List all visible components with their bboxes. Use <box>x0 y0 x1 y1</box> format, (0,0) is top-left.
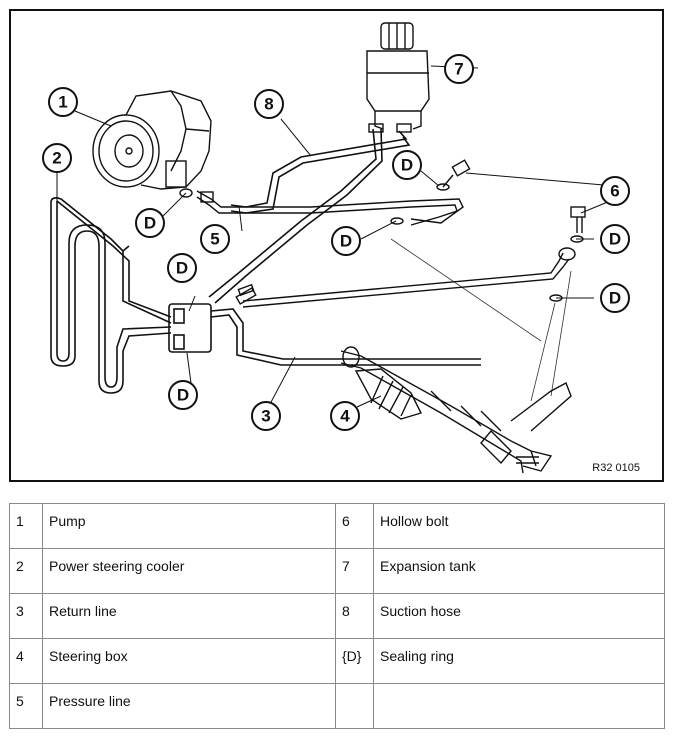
legend-label: Return line <box>42 593 336 639</box>
callout-3: 3 <box>251 401 281 431</box>
legend-label: Sealing ring <box>373 638 665 684</box>
svg-text:7: 7 <box>454 60 463 79</box>
power-steering-diagram: 1 2 3 4 5 6 7 8 D D D D <box>9 9 664 482</box>
diagram-drawing: 1 2 3 4 5 6 7 8 D D D D <box>42 22 630 474</box>
callout-d-upper: D <box>392 150 422 180</box>
callout-6: 6 <box>600 176 630 206</box>
svg-text:D: D <box>177 386 189 405</box>
legend-label: Pressure line <box>42 683 336 729</box>
svg-text:D: D <box>609 230 621 249</box>
expansion-tank-drawing <box>366 22 430 133</box>
dotted-guides <box>390 238 572 402</box>
svg-text:4: 4 <box>340 407 350 426</box>
legend-number: 6 <box>335 503 374 549</box>
pump-drawing <box>92 90 212 190</box>
svg-text:5: 5 <box>210 230 219 249</box>
callout-d-cooler-bottom: D <box>168 380 198 410</box>
legend-label: Power steering cooler <box>42 548 336 594</box>
legend-row: 5 Pressure line <box>9 683 665 729</box>
callout-8: 8 <box>254 89 284 119</box>
callout-4: 4 <box>330 401 360 431</box>
svg-text:2: 2 <box>52 149 61 168</box>
legend-number: 2 <box>9 548 43 594</box>
return-line-drawing <box>237 247 576 308</box>
legend-row: 4 Steering box {D} Sealing ring <box>9 638 665 684</box>
svg-text:D: D <box>401 156 413 175</box>
svg-text:D: D <box>176 259 188 278</box>
svg-text:3: 3 <box>261 407 270 426</box>
callout-d-right-lower: D <box>600 283 630 313</box>
legend-number: 4 <box>9 638 43 684</box>
svg-text:6: 6 <box>610 182 619 201</box>
svg-text:8: 8 <box>264 95 273 114</box>
legend-label: Hollow bolt <box>373 503 665 549</box>
legend-number: 5 <box>9 683 43 729</box>
steering-box-drawing <box>340 346 572 474</box>
legend-label <box>373 683 665 729</box>
legend-number: 1 <box>9 503 43 549</box>
callout-d-middle: D <box>331 226 361 256</box>
pressure-line-drawing <box>196 190 464 226</box>
legend-row: 1 Pump 6 Hollow bolt <box>9 503 665 549</box>
hollow-bolts-drawing <box>179 159 586 305</box>
svg-text:1: 1 <box>58 93 67 112</box>
legend-label: Pump <box>42 503 336 549</box>
cooler-drawing <box>50 197 481 394</box>
legend-row: 2 Power steering cooler 7 Expansion tank <box>9 548 665 594</box>
legend-number: 7 <box>335 548 374 594</box>
svg-text:D: D <box>340 232 352 251</box>
legend-number: {D} <box>335 638 374 684</box>
legend-label: Suction hose <box>373 593 665 639</box>
legend-number <box>335 683 374 729</box>
callout-d-right-upper: D <box>600 224 630 254</box>
legend-number: 3 <box>9 593 43 639</box>
figure-reference-code: R32 0105 <box>592 462 640 474</box>
callout-d-pump: D <box>135 208 165 238</box>
legend-table: 1 Pump 6 Hollow bolt 2 Power steering co… <box>9 503 665 729</box>
legend-row: 3 Return line 8 Suction hose <box>9 593 665 639</box>
callout-7: 7 <box>444 54 474 84</box>
suction-hose-drawing <box>208 128 411 304</box>
legend-label: Steering box <box>42 638 336 684</box>
callout-1: 1 <box>48 87 78 117</box>
svg-text:D: D <box>144 214 156 233</box>
callout-5: 5 <box>200 224 230 254</box>
legend-number: 8 <box>335 593 374 639</box>
callout-d-cooler-top: D <box>167 253 197 283</box>
legend-label: Expansion tank <box>373 548 665 594</box>
svg-text:D: D <box>609 289 621 308</box>
callout-2: 2 <box>42 143 72 173</box>
